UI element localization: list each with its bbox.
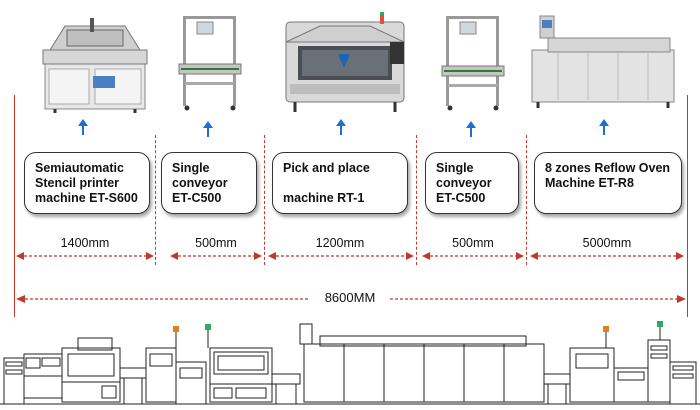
station-label-text: Semiautomatic Stencil printer machine ET… [35,161,138,205]
conveyor-image-2 [441,16,505,111]
arrow-up-icon [203,121,213,137]
arrow-up-icon [78,119,88,135]
station-label-text: Single conveyor ET-C500 [172,161,228,205]
boundary-line [264,135,265,265]
dimension-arrow [170,252,262,260]
reflow-oven-image [531,15,675,108]
dimension-arrow [530,252,684,260]
station-label-pick-and-place: Pick and place machine RT-1 [272,152,408,214]
arrow-up-icon [336,119,346,135]
dimension-label: 500mm [452,236,494,250]
station-label-printer: Semiautomatic Stencil printer machine ET… [24,152,150,214]
stencil-printer-image [42,18,148,113]
station-label-conveyor-1: Single conveyor ET-C500 [161,152,257,214]
dimension-arrow [422,252,524,260]
station-label-reflow-oven: 8 zones Reflow Oven Machine ET-R8 [534,152,682,214]
arrow-up-icon [466,121,476,137]
conveyor-image-1 [178,16,242,111]
arrow-up-icon [599,119,609,135]
production-line-drawing [0,321,700,405]
station-label-text: Pick and place machine RT-1 [283,161,370,205]
dimension-label: 5000mm [582,236,632,250]
pick-and-place-image [285,12,405,112]
boundary-line-left [14,95,15,317]
dimension-arrow [16,252,154,260]
dimension-label: 500mm [195,236,237,250]
boundary-line [155,135,156,265]
boundary-line [526,135,527,265]
station-label-text: 8 zones Reflow Oven Machine ET-R8 [545,161,671,190]
dimension-label: 1200mm [315,236,365,250]
total-length-label: 8600MM [310,290,390,305]
station-label-text: Single conveyor ET-C500 [436,161,492,205]
dimension-arrow [268,252,414,260]
boundary-line [416,135,417,265]
station-label-conveyor-2: Single conveyor ET-C500 [425,152,519,214]
dimension-label: 1400mm [60,236,110,250]
boundary-line-right [687,95,688,317]
